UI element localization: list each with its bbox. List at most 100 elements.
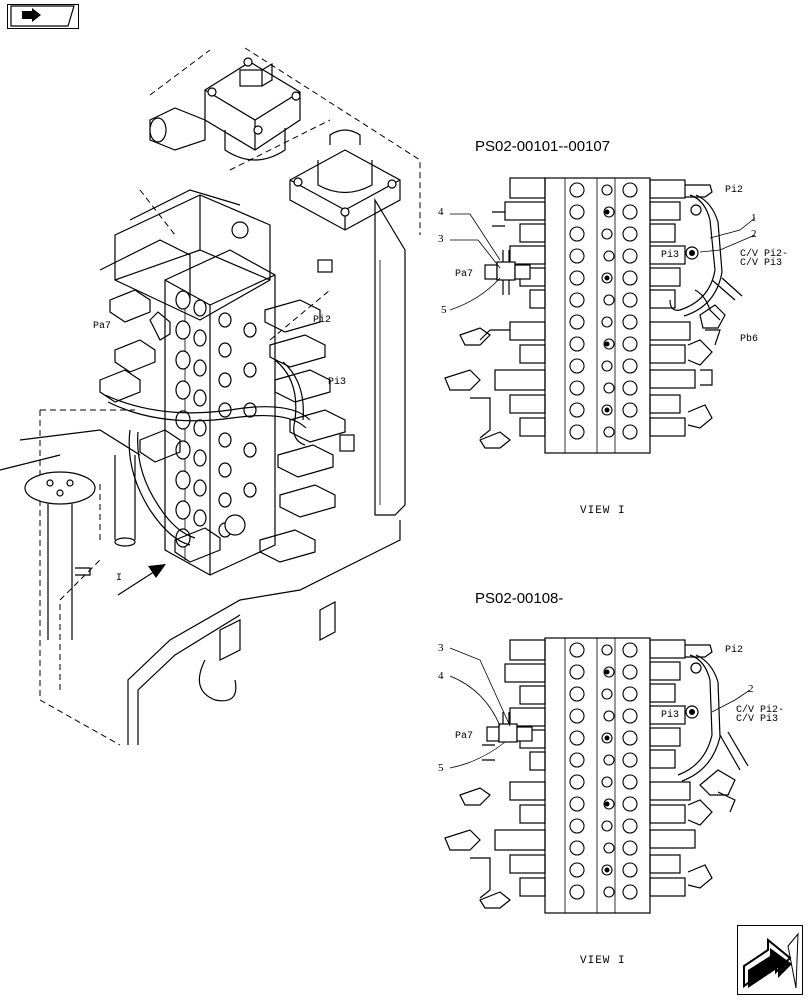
view-marker-label: I xyxy=(116,573,122,584)
valve-port xyxy=(603,886,615,898)
view-bottom-cv-line2: C/V Pi3 xyxy=(736,713,778,725)
valve-port xyxy=(622,686,638,702)
valve-port-plug xyxy=(604,209,610,215)
view-bottom-pi3-label: Pi3 xyxy=(661,709,679,721)
valve-port xyxy=(622,314,638,330)
valve-port xyxy=(622,226,638,242)
callout-5-top: 5 xyxy=(441,304,447,316)
view-top: PS02-00101--00107 xyxy=(438,138,788,517)
valve-port xyxy=(569,380,585,396)
valve-port xyxy=(622,730,638,746)
view-bottom-title: PS02-00108- xyxy=(475,590,563,607)
valve-port xyxy=(569,204,585,220)
valve-port xyxy=(569,314,585,330)
valve-port xyxy=(622,292,638,308)
view-bottom-valve-body xyxy=(544,637,651,914)
valve-port xyxy=(569,270,585,286)
main-assembly-view: I Pa7 Pi2 Pi3 xyxy=(0,47,421,746)
valve-port xyxy=(601,776,613,788)
valve-port xyxy=(569,642,585,658)
view-top-pa7-label: Pa7 xyxy=(455,269,473,280)
callout-4-bottom: 4 xyxy=(438,670,444,682)
callout-1-top: 1 xyxy=(751,212,757,224)
main-pi3-label: Pi3 xyxy=(328,376,346,388)
valve-port xyxy=(622,358,638,374)
valve-port xyxy=(569,402,585,418)
valve-port xyxy=(622,204,638,220)
valve-port xyxy=(622,796,638,812)
view-bottom-caption: VIEW I xyxy=(580,955,626,967)
view-top-cv-line2: C/V Pi3 xyxy=(740,257,782,269)
valve-port xyxy=(603,842,615,854)
valve-port xyxy=(622,664,638,680)
view-top-pi2-label: Pi2 xyxy=(725,184,743,196)
view-bottom-pi2-label: Pi2 xyxy=(725,644,743,656)
valve-port xyxy=(622,818,638,834)
view-top-pi3-label: Pi3 xyxy=(661,249,679,261)
valve-port xyxy=(622,752,638,768)
valve-port xyxy=(622,708,638,724)
valve-port xyxy=(603,294,615,306)
callout-2-bottom: 2 xyxy=(748,683,754,695)
valve-port xyxy=(569,818,585,834)
valve-port xyxy=(569,708,585,724)
valve-port xyxy=(569,862,585,878)
valve-port xyxy=(603,754,615,766)
valve-port xyxy=(569,686,585,702)
valve-port-plug xyxy=(604,341,610,347)
valve-port xyxy=(569,730,585,746)
valve-port xyxy=(622,884,638,900)
valve-port-plug xyxy=(604,407,610,413)
valve-port xyxy=(569,226,585,242)
valve-port xyxy=(569,358,585,374)
valve-port-plug xyxy=(604,867,610,873)
view-bottom-cv-line1: C/V Pi2- xyxy=(736,704,784,716)
valve-port xyxy=(622,270,638,286)
valve-port xyxy=(622,182,638,198)
valve-port-plug xyxy=(604,735,610,741)
valve-port xyxy=(601,688,613,700)
callout-3-top: 3 xyxy=(438,233,444,245)
valve-port xyxy=(569,796,585,812)
valve-port xyxy=(601,316,613,328)
valve-port-plug xyxy=(604,275,610,281)
valve-port xyxy=(622,336,638,352)
valve-port xyxy=(622,774,638,790)
valve-port xyxy=(601,644,613,656)
back-button[interactable] xyxy=(7,4,79,29)
valve-port xyxy=(622,862,638,878)
valve-port xyxy=(569,424,585,440)
valve-port xyxy=(569,774,585,790)
valve-port xyxy=(569,840,585,856)
valve-port xyxy=(569,248,585,264)
valve-port xyxy=(569,752,585,768)
view-top-title: PS02-00101--00107 xyxy=(475,138,610,155)
valve-port xyxy=(569,664,585,680)
valve-port xyxy=(601,360,613,372)
main-pi2-label: Pi2 xyxy=(313,314,331,326)
valve-port xyxy=(601,184,613,196)
valve-port-plug xyxy=(604,669,610,675)
valve-port xyxy=(601,820,613,832)
valve-port xyxy=(569,336,585,352)
valve-port-plug xyxy=(604,801,610,807)
valve-port xyxy=(622,402,638,418)
next-page-button[interactable] xyxy=(737,925,803,995)
valve-port xyxy=(603,710,615,722)
callout-5-bottom: 5 xyxy=(438,762,444,774)
view-top-caption: VIEW I xyxy=(580,505,626,517)
main-pa7-label: Pa7 xyxy=(93,321,111,332)
view-top-pb6-label: Pb6 xyxy=(740,333,758,345)
valve-ports xyxy=(175,290,257,548)
valve-port xyxy=(603,250,615,262)
book-arrow-icon xyxy=(10,5,75,27)
valve-port xyxy=(601,228,613,240)
view-top-cv-line1: C/V Pi2- xyxy=(740,248,788,260)
callout-4-top: 4 xyxy=(438,206,444,218)
valve-port xyxy=(569,884,585,900)
view-bottom-pa7-label: Pa7 xyxy=(455,731,473,742)
valve-port xyxy=(622,642,638,658)
view-top-valve-body xyxy=(544,177,651,454)
valve-port xyxy=(603,426,615,438)
